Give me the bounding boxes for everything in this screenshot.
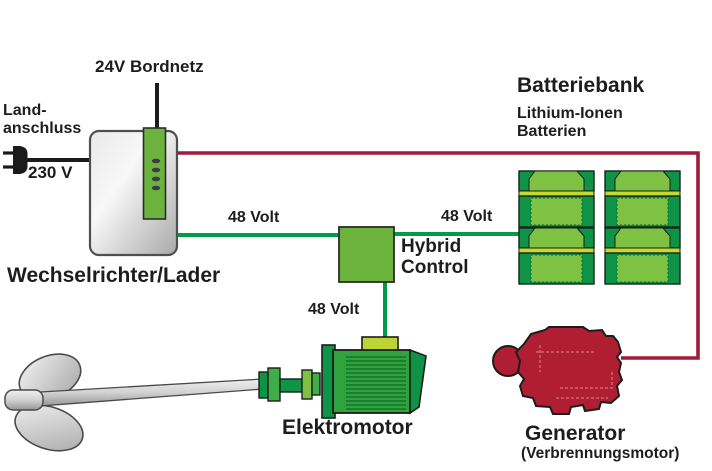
label-landanschluss-line1: Land- [3,102,47,119]
label-generator: Generator [525,422,626,445]
label-control: Control [401,257,469,279]
label-landanschluss: Land- anschluss [3,102,81,138]
label-48volt-down: 48 Volt [308,301,360,318]
label-verbrennungsmotor: (Verbrennungsmotor) [521,445,680,462]
battery-cell [604,170,681,228]
propeller-icon [4,353,264,452]
label-230v: 230 V [28,163,73,182]
inverter-charger-box [88,127,179,257]
engine-detail-lines [536,345,613,399]
label-48volt-left: 48 Volt [228,209,280,226]
shore-plug-icon [3,146,28,174]
wire-230v-dc-bus [176,151,700,360]
label-battery-subtitle: Lithium-Ionen Batterien [517,105,623,141]
motor-cooling-fins [346,356,406,410]
label-batterien: Batterien [517,122,587,140]
inverter-led-indicators [151,158,161,191]
label-wechselrichter-lader: Wechselrichter/Lader [7,264,221,287]
label-landanschluss-line2: anschluss [3,119,82,137]
hybrid-control-box [338,226,395,283]
label-hybrid: Hybrid [401,236,462,257]
battery-cell [604,227,681,285]
label-batteriebank: Batteriebank [517,74,645,97]
label-hybrid-control: Hybrid Control [401,236,469,279]
generator-engine-icon [492,326,624,415]
battery-cell [518,227,595,285]
label-lithium-ionen: Lithium-Ionen [517,105,623,122]
label-24v-bordnetz: 24V Bordnetz [95,57,204,76]
electric-motor-icon [258,336,427,419]
motor-end-cap [409,348,427,415]
inverter-dc-module [142,127,167,220]
battery-cell [518,170,595,228]
battery-bank-group [518,170,681,285]
label-elektromotor: Elektromotor [282,416,413,439]
label-48volt-right: 48 Volt [441,208,493,225]
